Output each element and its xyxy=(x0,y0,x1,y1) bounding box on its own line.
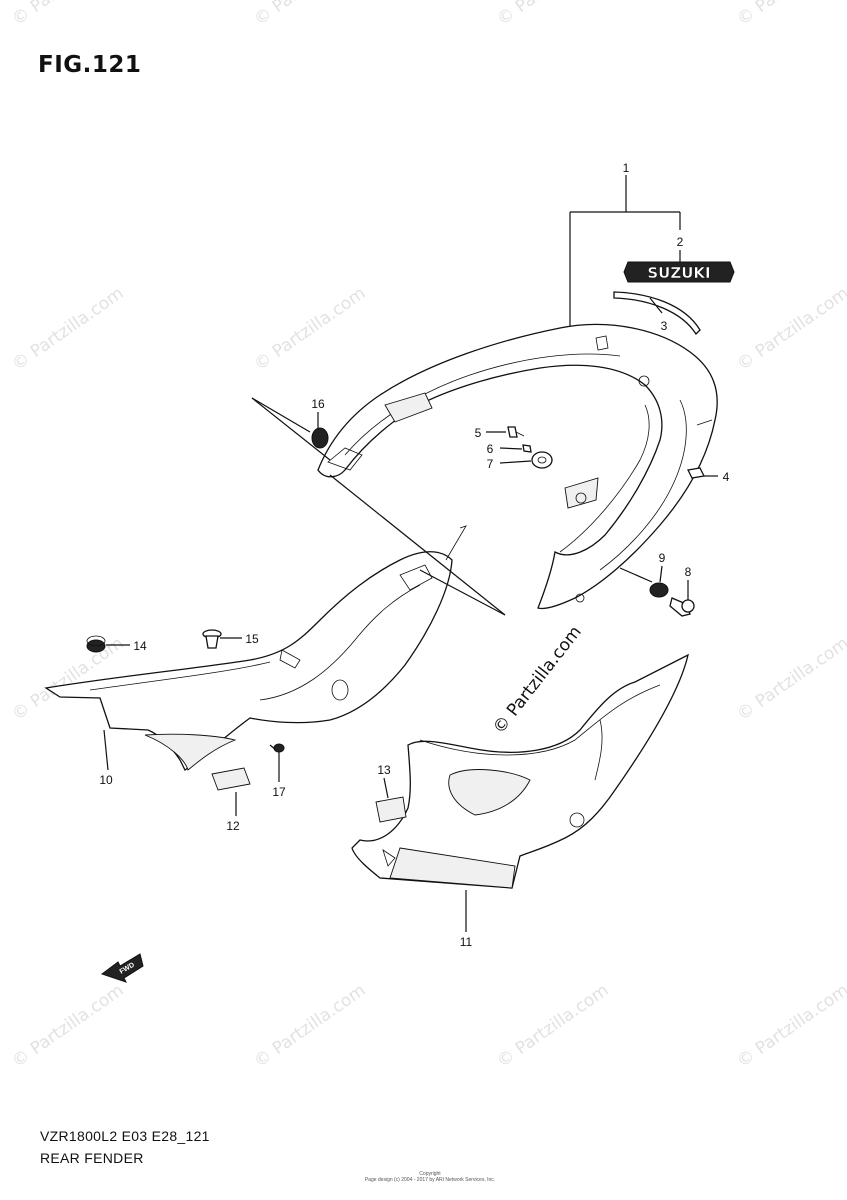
callout-label: 1 xyxy=(623,161,630,175)
copyright-notice: Copyright Page design (c) 2004 - 2017 by… xyxy=(330,1171,530,1183)
callout-label: 5 xyxy=(475,426,482,440)
callout-label: 13 xyxy=(377,763,391,777)
callout-label: 11 xyxy=(460,935,473,949)
push-rivet xyxy=(202,629,222,649)
side-cover xyxy=(351,653,689,889)
rubber-grommet xyxy=(311,427,329,449)
copyright-line: Page design (c) 2004 - 2017 by ARI Netwo… xyxy=(364,1177,496,1183)
copyright-line: Copyright xyxy=(419,1171,441,1177)
callout-label: 8 xyxy=(685,565,692,579)
trim-strip xyxy=(613,291,701,336)
callouts: 1 2 3 4 5 6 7 8 9 10 11 12 13 14 15 16 1… xyxy=(99,161,729,949)
screw xyxy=(269,743,285,753)
pad-small xyxy=(375,796,407,823)
leader-lines xyxy=(103,175,718,932)
grommet xyxy=(86,635,106,653)
figure-title: FIG.121 xyxy=(38,52,142,78)
callout-label: 6 xyxy=(487,442,494,456)
callout-label: 10 xyxy=(99,773,113,787)
callout-label: 17 xyxy=(272,785,286,799)
callout-label: 16 xyxy=(311,397,325,411)
rear-fender-part xyxy=(317,323,718,610)
pad xyxy=(211,767,251,791)
callout-label: 15 xyxy=(245,632,259,646)
callout-label: 4 xyxy=(723,470,730,484)
bolt-and-cushion xyxy=(649,582,695,617)
callout-label: 3 xyxy=(661,319,668,333)
callout-label: 7 xyxy=(487,457,494,471)
callout-label: 14 xyxy=(133,639,147,653)
front-fender-cover xyxy=(44,525,467,771)
fwd-arrow-icon: FWD xyxy=(100,953,144,983)
callout-label: 12 xyxy=(226,819,240,833)
bolt-collar-cushion xyxy=(507,426,553,469)
callout-label: 2 xyxy=(677,235,684,249)
suzuki-emblem: SUZUKI xyxy=(623,261,735,283)
section-name: REAR FENDER xyxy=(40,1150,144,1166)
model-code: VZR1800L2 E03 E28_121 xyxy=(40,1128,210,1144)
emblem-text: SUZUKI xyxy=(647,264,710,282)
callout-label: 9 xyxy=(659,551,666,565)
